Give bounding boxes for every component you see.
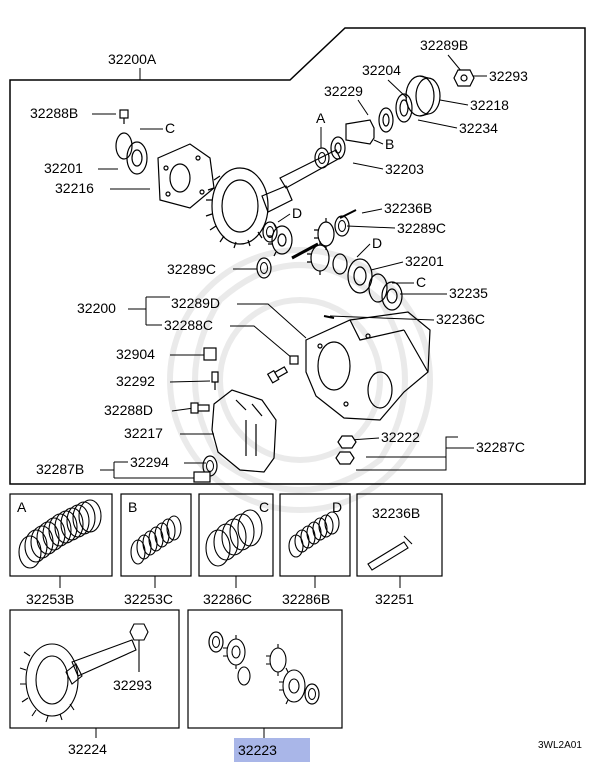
kit-box-B bbox=[120, 493, 192, 577]
plug-32288B bbox=[119, 109, 129, 124]
label-32236C: 32236C bbox=[436, 311, 485, 327]
ring-pinion-set-illustration bbox=[19, 623, 149, 723]
kit-part-32253B: 32253B bbox=[26, 591, 74, 607]
part-illustrations bbox=[115, 69, 475, 483]
set-part-32223: 32223 bbox=[238, 742, 277, 758]
label-32201-right: 32201 bbox=[405, 253, 444, 269]
label-32289B: 32289B bbox=[420, 37, 468, 53]
shim-stack-A bbox=[18, 499, 102, 569]
ring-gear bbox=[205, 167, 269, 249]
kit-part-32286C: 32286C bbox=[203, 591, 252, 607]
kit-letter-A: A bbox=[17, 499, 27, 515]
set-inner-label-32293: 32293 bbox=[113, 677, 152, 693]
side-gear-upper bbox=[268, 223, 293, 257]
label-32287C: 32287C bbox=[476, 439, 525, 455]
label-32217: 32217 bbox=[124, 425, 163, 441]
kit-part-32251: 32251 bbox=[375, 591, 414, 607]
bearing-left bbox=[126, 141, 148, 175]
set-box-32223 bbox=[187, 609, 343, 729]
label-32229: 32229 bbox=[324, 83, 363, 99]
kit-letter-D: D bbox=[332, 499, 342, 515]
label-32288C: 32288C bbox=[164, 317, 213, 333]
label-D-lower: D bbox=[372, 235, 382, 251]
rear-cover bbox=[211, 389, 277, 473]
shim-stack-D bbox=[288, 511, 340, 558]
label-C-top: C bbox=[165, 120, 175, 136]
spacer bbox=[345, 119, 375, 145]
set-box-32224 bbox=[9, 609, 180, 729]
bearing-cup-right bbox=[381, 281, 403, 311]
label-32200A: 32200A bbox=[108, 51, 157, 67]
label-32289D: 32289D bbox=[171, 295, 220, 311]
label-A: A bbox=[316, 110, 326, 126]
diff-gear-set-illustration bbox=[208, 631, 320, 705]
pinion-nut bbox=[453, 69, 475, 87]
label-32287B: 32287B bbox=[36, 461, 84, 477]
label-32235: 32235 bbox=[449, 285, 488, 301]
kit-part-32286B: 32286B bbox=[282, 591, 330, 607]
side-gear-lower bbox=[332, 253, 348, 275]
carrier-housing bbox=[305, 311, 431, 421]
main-labels: 32200A 32289B 32293 32204 32229 32218 32… bbox=[30, 37, 528, 479]
diagram-code: 3WL2A01 bbox=[538, 740, 582, 751]
label-32216: 32216 bbox=[55, 180, 94, 196]
companion-flange bbox=[405, 75, 441, 117]
label-32203: 32203 bbox=[385, 161, 424, 177]
bearing-rear bbox=[330, 136, 346, 160]
set-part-32224: 32224 bbox=[68, 741, 107, 757]
label-32293: 32293 bbox=[489, 68, 528, 84]
label-32236B: 32236B bbox=[384, 200, 432, 216]
label-32201-left: 32201 bbox=[44, 160, 83, 176]
bottom-sets: 32293 32224 32223 bbox=[9, 609, 343, 762]
label-32218: 32218 bbox=[470, 97, 509, 113]
kit-box-A bbox=[9, 493, 113, 577]
label-32289C-right: 32289C bbox=[397, 220, 446, 236]
label-32222: 32222 bbox=[381, 429, 420, 445]
label-32200: 32200 bbox=[77, 300, 116, 316]
pin-32236B bbox=[367, 535, 413, 571]
label-C-right: C bbox=[416, 274, 426, 290]
label-32289C-left: 32289C bbox=[167, 261, 216, 277]
label-32288D: 32288D bbox=[104, 402, 153, 418]
shim-stack-C bbox=[205, 509, 263, 567]
label-D-upper: D bbox=[292, 205, 302, 221]
highlighted-part-box bbox=[234, 738, 310, 762]
label-32904: 32904 bbox=[116, 346, 155, 362]
label-B: B bbox=[385, 136, 394, 152]
shim-stack-B bbox=[130, 515, 182, 565]
pinion-mate-upper bbox=[314, 218, 335, 250]
shim-right bbox=[368, 273, 388, 303]
label-32234: 32234 bbox=[459, 120, 498, 136]
pinion-mate-lower bbox=[307, 241, 330, 275]
breather-cap bbox=[203, 347, 217, 361]
label-32294: 32294 bbox=[130, 454, 169, 470]
label-32292: 32292 bbox=[116, 373, 155, 389]
kit-part-32253C: 32253C bbox=[124, 591, 173, 607]
main-diagram-frame bbox=[9, 27, 586, 485]
kit-letter-C: C bbox=[259, 499, 269, 515]
bearing-right bbox=[347, 258, 373, 294]
oil-seal bbox=[395, 93, 413, 123]
label-32288B: 32288B bbox=[30, 105, 78, 121]
kit-inner-label-32236B: 32236B bbox=[372, 505, 420, 521]
kit-boxes: A B C D 32236B bbox=[9, 493, 443, 607]
kit-letter-B: B bbox=[128, 499, 137, 515]
differential-case bbox=[157, 143, 215, 209]
pinion-shaft bbox=[279, 149, 341, 189]
bearing-front bbox=[378, 107, 394, 133]
label-32204: 32204 bbox=[362, 62, 401, 78]
shim-left bbox=[115, 132, 133, 160]
